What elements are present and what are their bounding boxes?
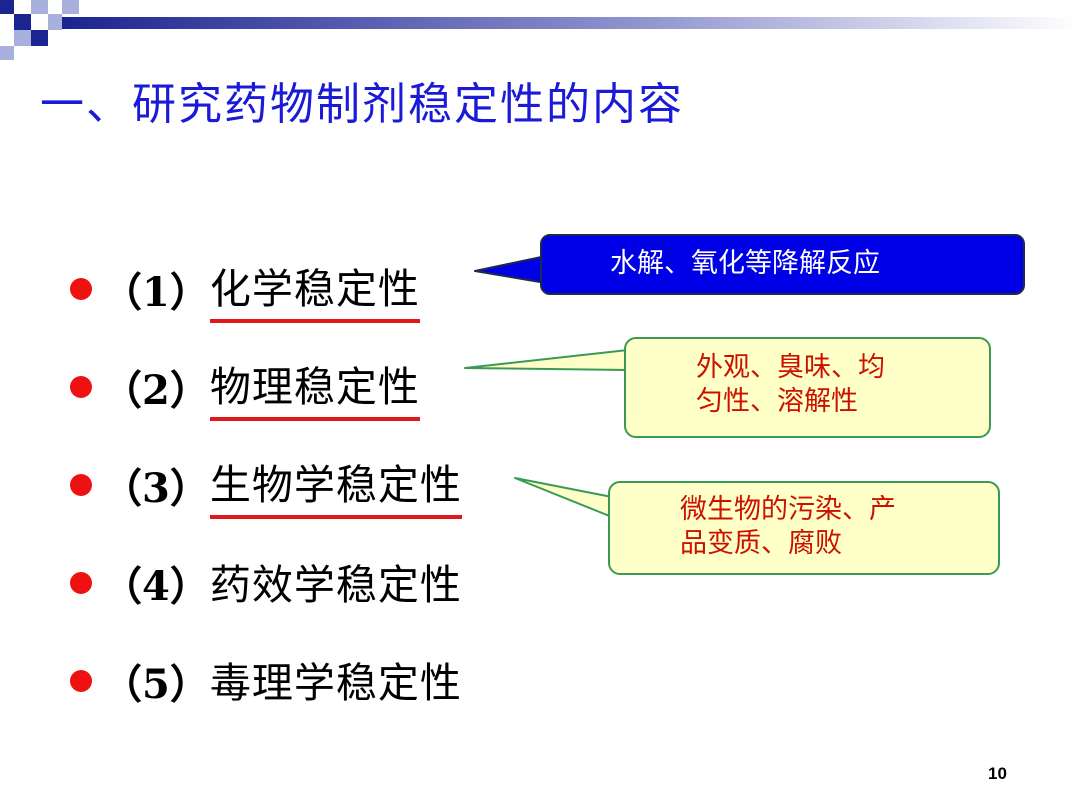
- item-number: （4）: [102, 563, 210, 610]
- list-item: （1） 化学稳定性: [70, 240, 462, 338]
- callout-text: 水解、氧化等降解反应: [610, 248, 880, 279]
- callout-text: 品变质、腐败: [680, 528, 842, 559]
- slide-title: 一、研究药物制剂稳定性的内容: [40, 79, 684, 130]
- bullet-icon: [70, 670, 92, 692]
- callout-text: 微生物的污染、产: [680, 494, 896, 525]
- item-number: （2）: [102, 367, 210, 414]
- item-label: 药效学稳定性: [209, 561, 462, 609]
- callout-chemical-stability: 水解、氧化等降解反应: [540, 234, 1025, 295]
- bullet-icon: [70, 474, 92, 496]
- list-item: （3） 生物学稳定性: [70, 436, 462, 534]
- callout-pointer-physical: [464, 349, 629, 371]
- list-item: （5） 毒理学稳定性: [70, 632, 462, 730]
- list-item: （2） 物理稳定性: [70, 338, 462, 436]
- item-label: 化学稳定性: [209, 255, 420, 323]
- callout-text: 匀性、溶解性: [696, 386, 858, 417]
- item-number: （5）: [102, 661, 210, 708]
- bullet-icon: [70, 572, 92, 594]
- callout-pointer-chemical: [474, 255, 547, 284]
- bullet-icon: [70, 278, 92, 300]
- item-label: 物理稳定性: [209, 353, 420, 421]
- list-item: （4） 药效学稳定性: [70, 534, 462, 632]
- item-label: 毒理学稳定性: [209, 659, 462, 707]
- item-label: 生物学稳定性: [209, 451, 462, 519]
- callout-physical-stability: 外观、臭味、均 匀性、溶解性: [624, 337, 991, 438]
- stability-list: （1） 化学稳定性 （2） 物理稳定性 （3） 生物学稳定性 （4） 药效学稳定…: [70, 240, 462, 730]
- page-number: 10: [988, 764, 1007, 783]
- header-decoration: [0, 0, 1080, 60]
- callout-biological-stability: 微生物的污染、产 品变质、腐败: [608, 481, 1000, 575]
- item-number: （1）: [102, 269, 210, 316]
- callout-text: 外观、臭味、均: [696, 352, 885, 383]
- bullet-icon: [70, 376, 92, 398]
- item-number: （3）: [102, 465, 210, 512]
- callout-pointer-biological: [514, 477, 613, 518]
